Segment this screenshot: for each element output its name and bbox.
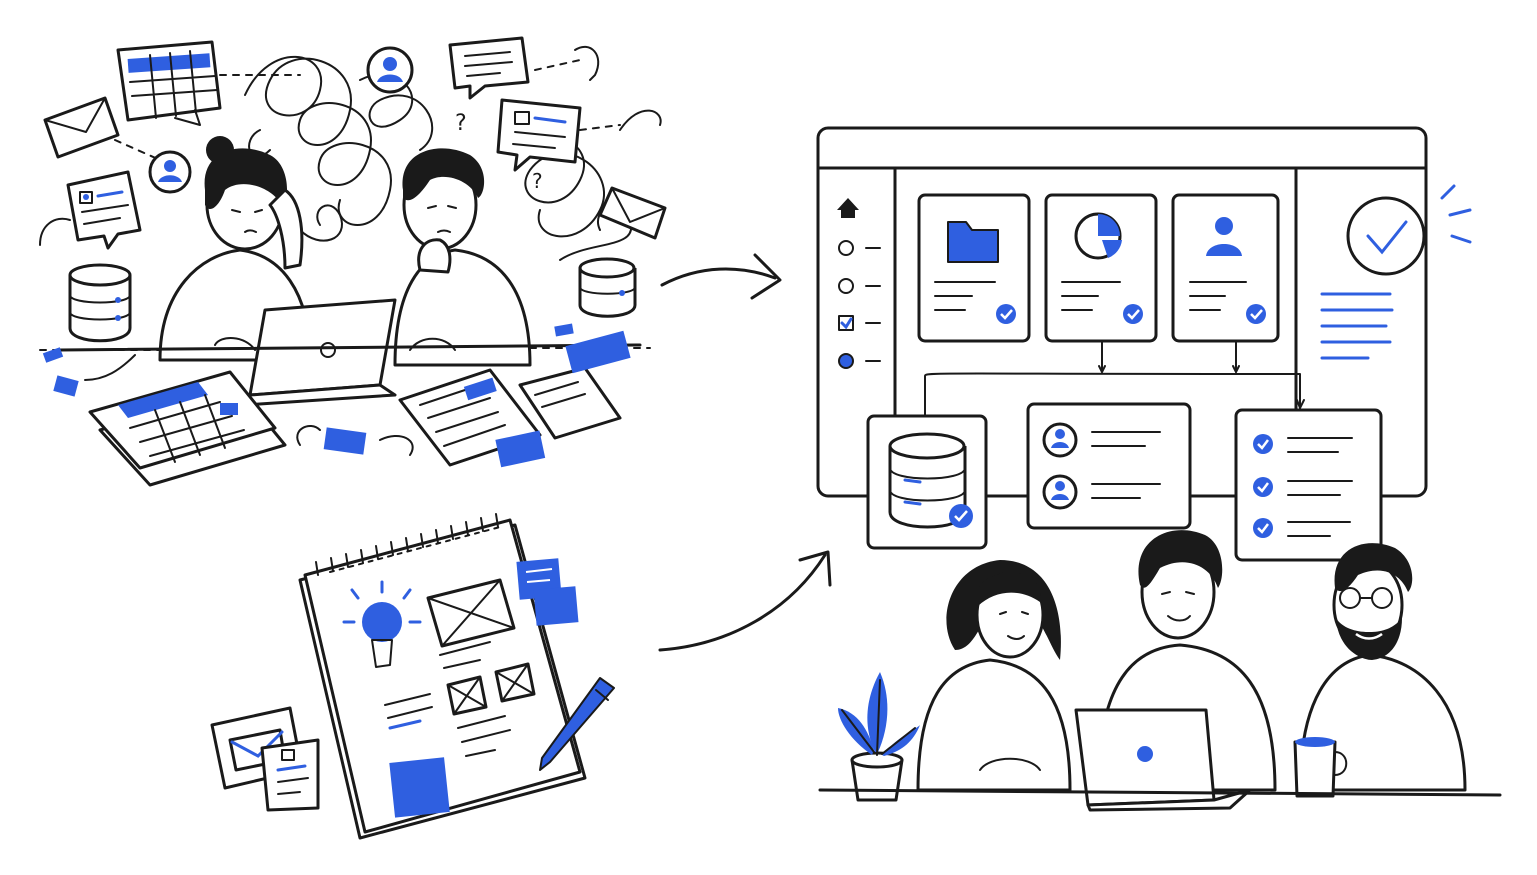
notebook (298, 518, 587, 840)
flow-arrow-bottom (658, 553, 827, 652)
chat-bubble-icon (496, 98, 582, 172)
question-mark-icon: ? (455, 111, 467, 136)
flow-arrow-top (660, 267, 777, 287)
sticky-note-icon (389, 757, 450, 818)
question-mark-icon: ? (532, 169, 543, 193)
team-member-woman (916, 560, 1072, 792)
radio-icon (838, 278, 854, 294)
check-icon (1246, 304, 1266, 324)
scattered-documents (398, 366, 622, 468)
database-icon (68, 263, 132, 343)
radio-filled-icon (839, 354, 853, 368)
loop-arrow (296, 425, 321, 446)
dashboard-window (816, 126, 1472, 498)
calendar-icon (116, 40, 222, 126)
lightbulb-icon (342, 580, 422, 668)
status-panel (1320, 184, 1472, 360)
user-icon (1206, 217, 1242, 256)
pie-chart-icon (1074, 212, 1122, 260)
contact-card (260, 738, 320, 812)
loop-arrow (39, 217, 71, 246)
panel-checklist (1234, 408, 1383, 562)
chaos-scene: ? ? (39, 36, 667, 487)
thinking-man (393, 148, 532, 367)
folder-icon (947, 221, 999, 263)
envelope-icon (598, 186, 667, 240)
check-circle-icon (1346, 196, 1426, 276)
spreadsheet-paper (88, 370, 287, 487)
checklist-icon (1253, 434, 1273, 538)
user-list-icon (1042, 422, 1078, 510)
database-icon (888, 432, 967, 529)
check-icon (996, 304, 1016, 324)
home-icon (837, 198, 859, 218)
dashboard-sidebar (837, 198, 881, 369)
pen-icon (539, 677, 615, 771)
spiral-binding (315, 513, 499, 576)
user-icon (366, 46, 414, 94)
plant-icon (838, 672, 920, 802)
loop-arrow (619, 109, 662, 131)
team-scene (818, 530, 1502, 812)
team-member-bearded-man (1298, 543, 1467, 792)
mug-icon (1293, 737, 1348, 798)
chat-bubble-icon (448, 36, 530, 100)
radio-icon (838, 240, 854, 256)
planning-scene (210, 513, 615, 840)
wireframe-icon (426, 578, 516, 648)
panel-user-list (1026, 402, 1192, 530)
sticky-note-icon (42, 323, 631, 455)
envelope-icon (43, 96, 120, 159)
check-icon (1123, 304, 1143, 324)
loop-arrow (379, 435, 414, 456)
laptop-icon (1074, 708, 1252, 812)
checkbox-icon (838, 315, 854, 331)
loop-arrow (84, 354, 136, 381)
card-folder (917, 193, 1031, 343)
loop-arrow (574, 45, 600, 81)
panel-database (866, 414, 988, 550)
database-icon (578, 257, 637, 318)
card-user (1171, 193, 1280, 343)
wireframe-icon (446, 675, 488, 716)
chat-bubble-icon (66, 170, 142, 250)
user-icon (148, 150, 192, 194)
wireframe-icon (494, 662, 536, 703)
card-analytics (1044, 193, 1158, 343)
sticky-note-icon (516, 558, 579, 626)
